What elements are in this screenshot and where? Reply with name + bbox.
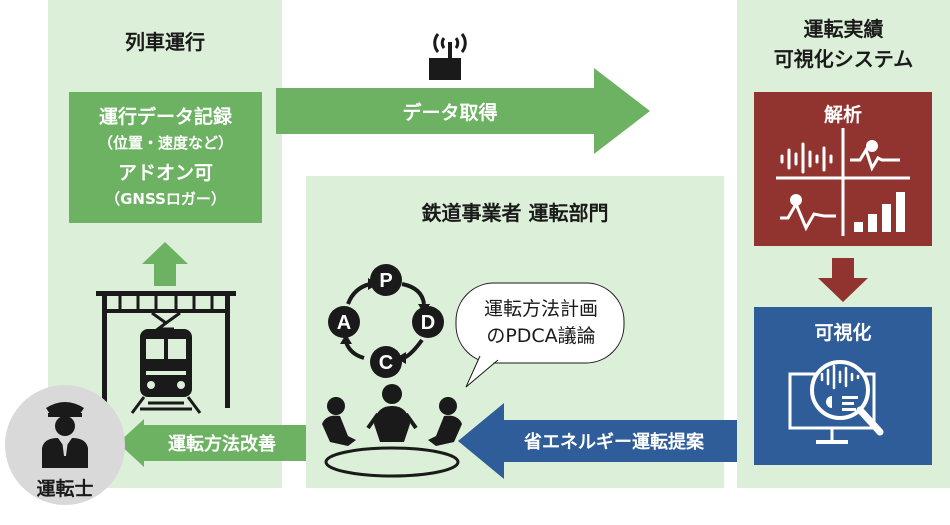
driver-icon — [42, 402, 88, 468]
train-icon — [96, 291, 236, 414]
right-panel-title-line2: 可視化システム — [773, 47, 914, 71]
pdca-letter-d: D — [421, 312, 435, 334]
pdca-cycle-diagram: P D C A — [328, 264, 444, 378]
right-panel-title-line1: 運転実績 — [803, 17, 884, 41]
speech-bubble-text: 運転方法計画 のPDCA議論 — [466, 296, 616, 350]
data-acquire-arrow — [276, 68, 650, 154]
data-record-line1: 運行データ記録 — [98, 106, 232, 128]
energy-saving-arrow — [458, 403, 737, 479]
monitor-magnifier-icon — [788, 360, 884, 444]
data-record-box: 運行データ記録 （位置・速度など） アドオン可 （GNSSロガー） — [69, 92, 262, 223]
up-arrow-icon — [142, 242, 188, 286]
speech-line2: のPDCA議論 — [486, 325, 596, 347]
left-panel-title: 列車運行 — [125, 30, 205, 54]
speech-line1: 運転方法計画 — [483, 298, 598, 320]
down-arrow-icon — [818, 258, 868, 302]
meeting-icon — [322, 384, 462, 478]
method-improve-label: 運転方法改善 — [168, 434, 276, 455]
antenna-icon — [429, 33, 467, 80]
speech-bubble — [455, 282, 625, 388]
analysis-label: 解析 — [823, 104, 862, 126]
pdca-letter-a: A — [337, 312, 351, 334]
right-panel-title: 運転実績 可視化システム — [737, 14, 950, 74]
analysis-chart-icon — [776, 128, 910, 236]
data-record-line4: （GNSSロガー） — [105, 190, 226, 208]
center-panel-title: 鉄道事業者 運転部門 — [421, 201, 609, 225]
visualization-label: 可視化 — [814, 322, 872, 344]
data-record-line2: （位置・速度など） — [97, 134, 233, 152]
method-improve-arrow — [118, 419, 306, 467]
data-record-line3: アドオン可 — [117, 162, 213, 184]
pdca-letter-p: P — [379, 270, 392, 292]
data-acquire-label: データ取得 — [402, 102, 498, 124]
pdca-letter-c: C — [379, 352, 393, 374]
energy-saving-label: 省エネルギー運転提案 — [524, 432, 704, 453]
driver-label: 運転士 — [36, 478, 94, 500]
